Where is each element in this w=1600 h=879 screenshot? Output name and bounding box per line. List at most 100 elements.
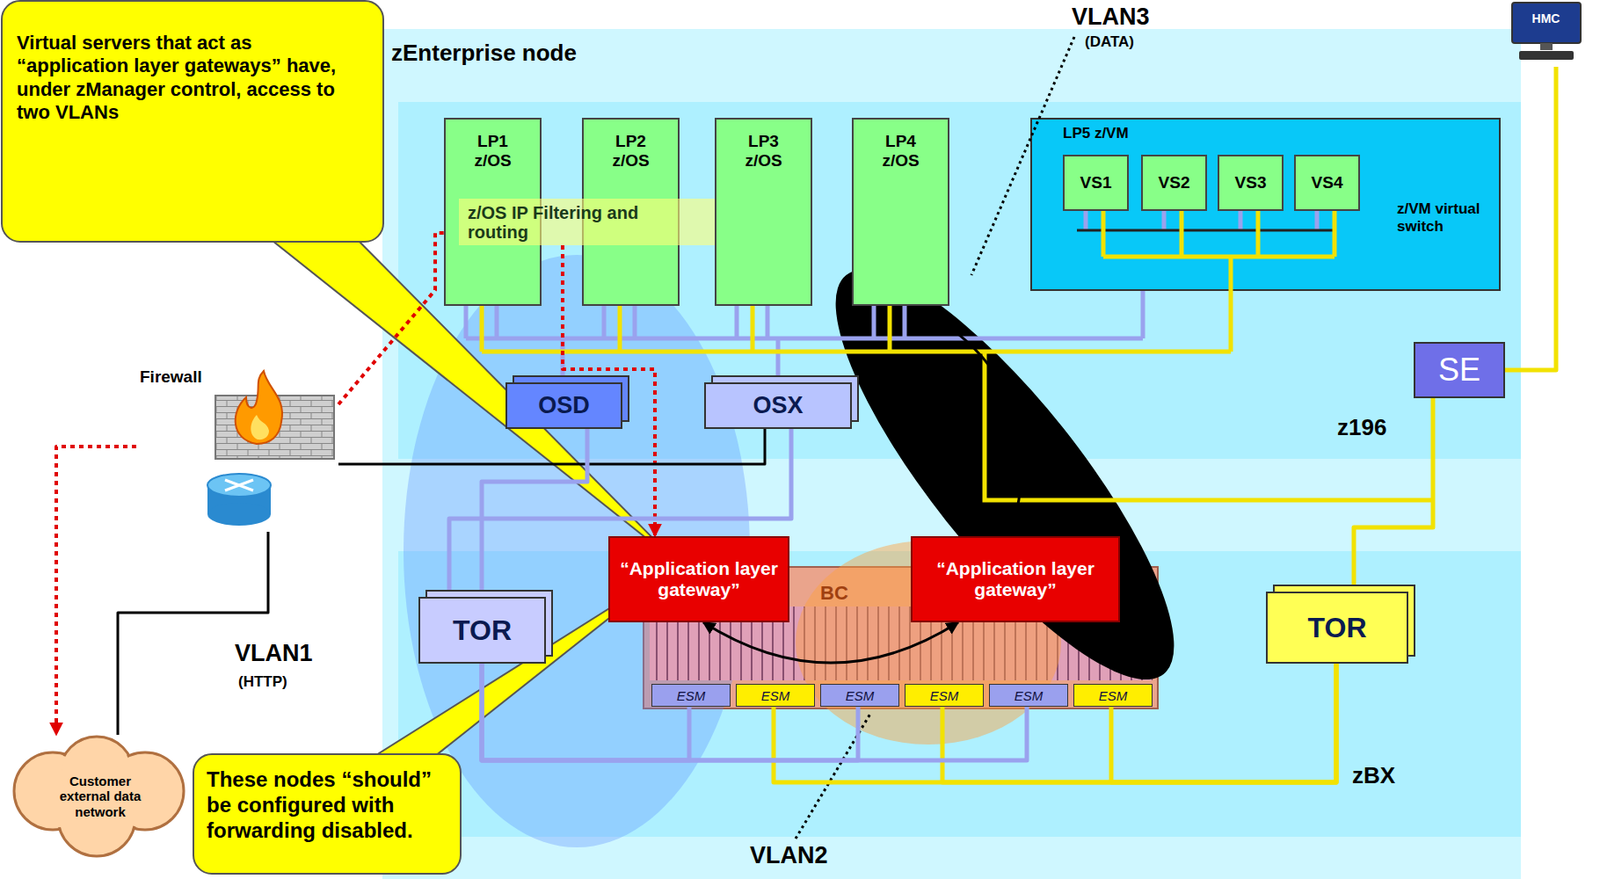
zenterprise-region: zEnterprise nodez196LP1 z/OSLP2 z/OSLP3 … — [382, 29, 1521, 879]
esm-switch: ESM — [820, 683, 900, 707]
callout-tail — [369, 571, 669, 760]
router-top — [207, 473, 271, 497]
connector — [1111, 663, 1337, 783]
zvm-lpar: LP5 z/VMz/VM virtual switchVS1VS2VS3VS4 — [1030, 117, 1501, 291]
node-text: zBX — [1352, 762, 1396, 790]
tor-switch: TOR — [418, 596, 546, 664]
connector — [481, 663, 690, 761]
router-base — [207, 502, 271, 526]
cloud-lobe — [14, 752, 92, 830]
hmc-icon — [1512, 2, 1581, 60]
virtual-server: VS3 — [1217, 154, 1284, 211]
connector — [1353, 398, 1433, 592]
connector — [773, 663, 1337, 783]
node-text: OSD — [538, 392, 590, 420]
node-text: ESM — [676, 688, 706, 704]
node-text: ESM — [761, 688, 791, 704]
tor-switch: TOR — [1265, 591, 1409, 664]
vlan-label: VLAN1 — [234, 640, 313, 668]
brick-wall — [215, 395, 335, 459]
connector — [56, 446, 137, 735]
lavender-wires — [465, 209, 1317, 383]
gateway-box: “Application layer gateway” — [608, 536, 790, 623]
node-text: VS1 — [1080, 173, 1113, 193]
firewall: Firewall — [136, 367, 339, 532]
node-text: z/OS IP Filtering and routing — [467, 203, 653, 242]
connector — [338, 429, 765, 465]
node-text: OSX — [752, 392, 803, 420]
cloud-lobe — [58, 778, 136, 857]
cloud-fill — [108, 754, 182, 829]
hmc-console: HMC — [1505, 0, 1587, 67]
node-text: LP4 z/OS — [878, 131, 924, 171]
vlan3-leader — [971, 36, 1075, 276]
lpar-box: LP3 z/OS — [714, 117, 813, 306]
node-text: TOR — [1308, 611, 1368, 645]
monitor-screen — [1512, 2, 1581, 44]
esm-switch: ESM — [1073, 683, 1153, 707]
callout-box: Virtual servers that act as “application… — [0, 0, 385, 243]
cloud-shape — [14, 736, 184, 857]
virtual-server: VS1 — [1062, 154, 1129, 211]
node-text: HMC — [1532, 11, 1561, 26]
router-body — [207, 485, 271, 515]
filter-label: z/OS IP Filtering and routing — [458, 198, 715, 246]
node-text: ESM — [845, 688, 875, 704]
esm-switch: ESM — [904, 683, 984, 707]
esm-switch: ESM — [651, 683, 731, 707]
lan-bus — [465, 290, 1143, 383]
cloud-lobe — [106, 752, 184, 830]
node-text: ESM — [1098, 688, 1128, 704]
gateway-box: “Application layer gateway” — [910, 536, 1120, 623]
virtual-server: VS4 — [1294, 154, 1360, 211]
vs-lan-wire — [1085, 209, 1317, 231]
support-element: SE — [1413, 341, 1506, 399]
node-text: Customer external data network — [56, 773, 145, 820]
vlan-label: VLAN3 — [1071, 3, 1150, 31]
vlan2-ellipse — [795, 540, 1062, 745]
vlan1-ellipse — [403, 254, 750, 848]
node-text: VS3 — [1235, 173, 1267, 193]
node-text: Firewall — [139, 367, 203, 387]
cloud-fill — [15, 754, 90, 829]
node-text: z/VM virtual switch — [1396, 200, 1499, 236]
osa-adapter: OSD — [505, 382, 623, 430]
vs-mgmt-wire — [1103, 209, 1335, 291]
keyboard — [1519, 50, 1574, 60]
vlan-label: (HTTP) — [238, 673, 288, 691]
monitor-stand — [1540, 43, 1553, 51]
virtual-switch-line — [1076, 229, 1337, 233]
lpar-box: LP4 z/OS — [851, 117, 950, 306]
node-text: VS4 — [1311, 173, 1344, 193]
node-text: ESM — [1014, 688, 1044, 704]
node-text: SE — [1438, 351, 1481, 389]
node-text: ESM — [930, 688, 960, 704]
connector — [914, 305, 1022, 537]
vlan-label: (DATA) — [1084, 33, 1135, 51]
vlan2-leader — [795, 713, 871, 839]
connector — [1505, 66, 1557, 371]
node-text: “Application layer gateway” — [610, 558, 788, 601]
vlan3-ellipse — [787, 228, 1222, 721]
router-arrows — [225, 480, 254, 491]
mgmt-bus — [481, 290, 1433, 501]
node-text: TOR — [452, 614, 512, 648]
node-text: LP5 z/VM — [1062, 124, 1129, 143]
connector — [562, 245, 655, 537]
cloud-fill — [59, 780, 134, 855]
connector — [481, 663, 859, 761]
connector — [942, 663, 1337, 783]
node-text: z196 — [1337, 414, 1387, 442]
connector — [449, 429, 792, 597]
esm-switch: ESM — [735, 683, 815, 707]
node-text: These nodes “should” be configured with … — [206, 767, 448, 844]
z196-band: z196LP1 z/OSLP2 z/OSLP3 z/OSLP4 z/OSLP5 … — [398, 101, 1521, 459]
node-text: BC — [820, 581, 849, 605]
network-cloud: Customer external data network — [12, 734, 189, 859]
connector — [481, 663, 1027, 761]
flame-core — [250, 414, 270, 440]
blade-slots — [649, 606, 1153, 681]
node-text: LP2 z/OS — [608, 131, 654, 171]
node-text: LP3 z/OS — [741, 131, 786, 171]
